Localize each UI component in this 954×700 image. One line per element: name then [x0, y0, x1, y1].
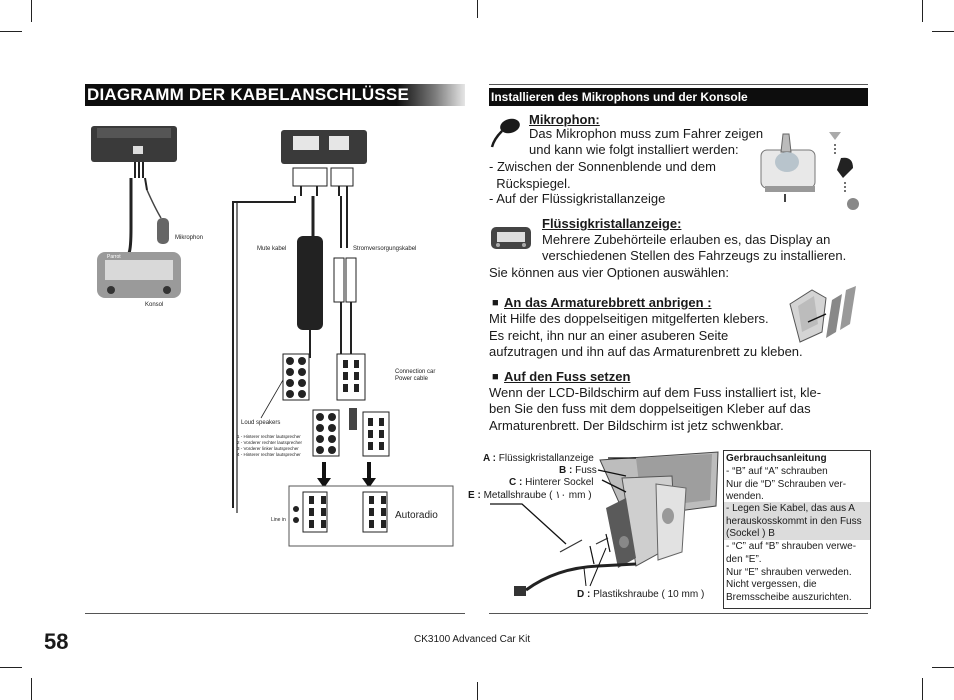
right-bottom-rule	[489, 613, 868, 614]
left-bottom-rule	[85, 613, 465, 614]
mic-title: Mikrophon:	[529, 112, 600, 127]
mic-option-2: Rückspiegel.	[489, 176, 571, 191]
guide-line: herauskosskommt in den Fuss	[726, 516, 862, 527]
crop-mark	[477, 0, 478, 18]
section-header-bar: Installieren des Mikrophons und der Kons…	[489, 88, 868, 106]
option1-line-3: aufzutragen und ihn auf das Armaturenbre…	[489, 344, 803, 359]
footer-product: CK3100 Advanced Car Kit	[414, 634, 531, 645]
part-label-a: A : Flüssigkristallanzeige	[483, 453, 594, 464]
mikrophon-label: Mikrophon	[175, 235, 203, 241]
option1-line-2: Es reicht, ihn nur an einer asuberen Sei…	[489, 328, 729, 343]
guide-line: - Legen Sie Kabel, das aus A	[726, 503, 855, 514]
mic-option-1: - Zwischen der Sonnenblende und dem	[489, 159, 716, 174]
bullet-square-icon: ■	[492, 371, 499, 383]
linein-label: Line in	[271, 517, 286, 523]
lcd-title: Flüssigkristallanzeige:	[542, 216, 682, 231]
guide-line: (Sockel ) B	[726, 528, 775, 539]
arrow-down-icon	[362, 462, 376, 488]
option2-line-3: Armaturenbrett. Der Bildschirm ist jetz …	[489, 418, 784, 433]
page-number: 58	[44, 629, 69, 654]
stand-assembly-illustration	[490, 451, 719, 596]
part-label-c: C : Hinterer Sockel	[509, 477, 594, 488]
option2-line-1: Wenn der LCD-Bildschirm auf dem Fuss ins…	[489, 385, 822, 400]
guide-line: Nur die “D” Schrauben ver-	[726, 479, 847, 490]
crop-mark	[922, 678, 923, 700]
mic-placement-illustration	[760, 132, 859, 210]
mute-label: Mute kabel	[257, 246, 286, 252]
microphone-icon	[490, 118, 520, 148]
option2-title: Auf den Fuss setzen	[504, 369, 631, 384]
bullet-square-icon: ■	[492, 297, 499, 309]
crop-mark	[477, 682, 478, 700]
part-label-d: D : Plastikshraube ( 10 mm )	[577, 589, 705, 600]
connection-label-2: Power cable	[395, 376, 429, 382]
section-title-bar: DIAGRAMM DER KABELANSCHLÜSSE	[85, 84, 465, 106]
crop-mark	[31, 678, 32, 700]
crop-mark	[31, 0, 32, 22]
wiring-diagram: Mikrophon Parrot Konsol Mute kabel Strom…	[91, 126, 454, 547]
lcd-line-2: verschiedenen Stellen des Fahrzeugs zu i…	[542, 248, 847, 263]
part-label-e: E : Metallshraube ( ١٠ mm )	[468, 490, 592, 501]
crop-mark	[922, 0, 923, 22]
speaker-2: 2 - Vorderer rechter lautsprecher	[237, 440, 303, 445]
speaker-3: 3 - Vorderer linker lautsprecher	[237, 446, 299, 451]
guide-line: Nicht vergessen, die	[726, 579, 817, 590]
crop-mark	[932, 31, 954, 32]
lcd-line-1: Mehrere Zubehörteile erlauben es, das Di…	[542, 232, 831, 247]
mic-option-3: - Auf der Flüssigkristallanzeige	[489, 191, 666, 206]
guide-line: den “E”.	[726, 554, 762, 565]
crop-mark	[0, 667, 22, 668]
usage-instructions-box: Gerbrauchsanleitung - “B” auf “A” schrau…	[723, 450, 871, 609]
autoradio-label: Autoradio	[395, 510, 438, 521]
lcd-choose: Sie können aus vier Optionen auswählen:	[489, 265, 729, 280]
microphone-shape	[157, 218, 169, 244]
dashboard-mount-illustration	[789, 286, 856, 343]
mic-line-2: und kann wie folgt installiert werden:	[529, 142, 739, 157]
loud-label: Loud speakers	[241, 420, 280, 426]
section-header: Installieren des Mikrophons und der Kons…	[491, 90, 748, 104]
part-label-b: B : Fuss	[559, 465, 597, 476]
mic-line-1: Das Mikrophon muss zum Fahrer zeigen	[529, 126, 764, 141]
right-top-rule	[489, 84, 868, 85]
guide-line: wenden.	[726, 491, 764, 502]
svg-text:Parrot: Parrot	[107, 254, 121, 260]
guide-line: - “B” auf “A” schrauben	[726, 466, 828, 477]
speaker-1: 1 - Hinterer rechter lautsprecher	[237, 434, 301, 439]
crop-mark	[0, 31, 22, 32]
guide-title: Gerbrauchsanleitung	[726, 453, 827, 464]
option1-title: An das Armaturebbrett anbrigen :	[504, 295, 712, 310]
mute-cable-shape	[297, 236, 323, 330]
arrow-down-icon	[317, 462, 331, 488]
guide-line: Nur “E” shrauben verweden.	[726, 567, 852, 578]
section-title: DIAGRAMM DER KABELANSCHLÜSSE	[87, 85, 409, 104]
speaker-4: 4 - Hinterer rechter lautsprecher	[237, 452, 301, 457]
lcd-icon	[491, 227, 531, 249]
guide-line: - “C” auf “B” shrauben verwe-	[726, 541, 857, 552]
crop-mark	[932, 667, 954, 668]
connection-label-1: Connection car	[395, 369, 435, 375]
option2-line-2: ben Sie den fuss mit dem doppelseitigen …	[489, 401, 811, 416]
strom-label: Stromversorgungskabel	[353, 246, 416, 252]
shade-band	[724, 502, 870, 540]
option1-line-1: Mit Hilfe des doppelseitigen mitgelferte…	[489, 311, 769, 326]
konsol-label: Konsol	[145, 302, 163, 308]
guide-line: Bremsscheibe auszurichten.	[726, 592, 852, 603]
